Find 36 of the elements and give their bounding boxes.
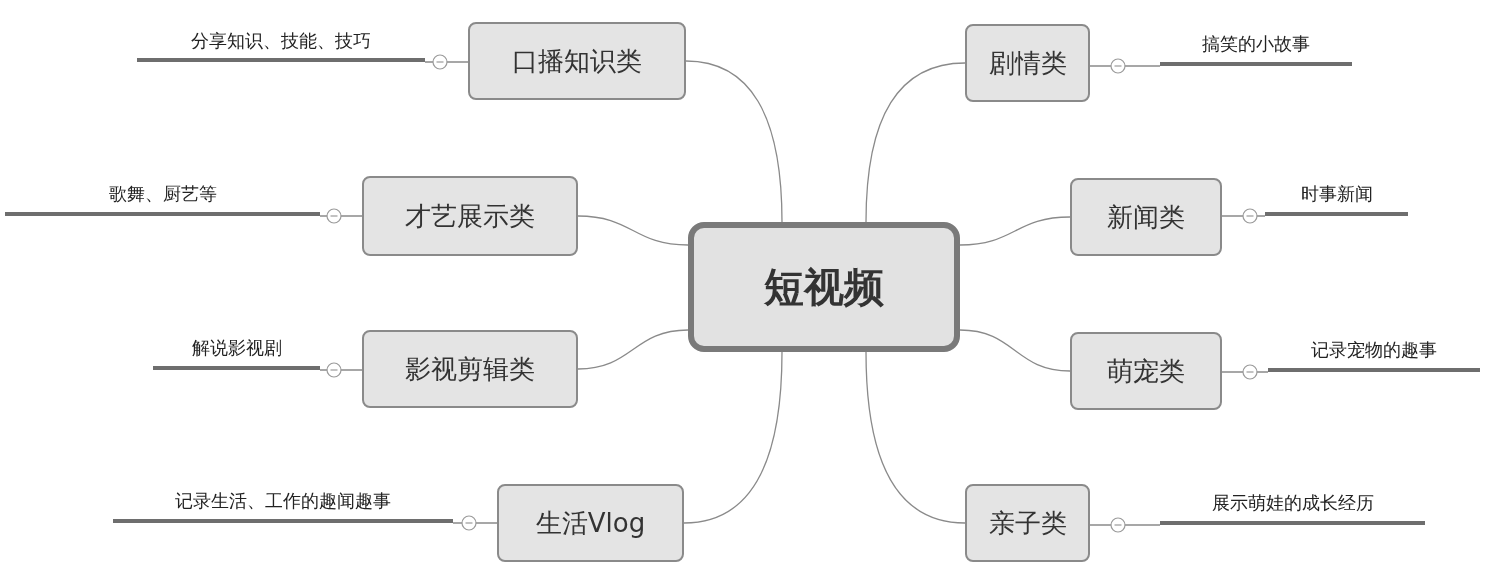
connector-line (683, 351, 783, 524)
connector-line (865, 62, 966, 223)
connector-line (1089, 65, 1161, 67)
subtopic-box (1070, 178, 1222, 256)
detail-label: 时事新闻 (1300, 181, 1373, 206)
subtopic-box (497, 484, 684, 562)
detail-label: 解说影视剧 (191, 335, 282, 360)
detail-label: 搞笑的小故事 (1202, 31, 1310, 56)
connector-line (865, 351, 966, 524)
connector-line (577, 215, 689, 246)
connector-line (959, 216, 1071, 246)
connector-line (685, 60, 783, 223)
subtopic-box (362, 330, 578, 408)
detail-label: 分享知识、技能、技巧 (191, 28, 371, 53)
subtopic-box (965, 484, 1090, 562)
subtopic-label: 口播知识类 (512, 44, 642, 78)
connector-line (577, 329, 689, 370)
subtopic-box (965, 24, 1090, 102)
subtopic-label: 生活Vlog (535, 506, 646, 540)
subtopic-box (1070, 332, 1222, 410)
subtopic-box (362, 176, 578, 256)
connector-line (959, 329, 1071, 372)
connector-line (1089, 524, 1161, 526)
subtopic-label: 新闻类 (1107, 200, 1185, 234)
detail-label: 展示萌娃的成长经历 (1211, 490, 1374, 515)
topic-title: 短视频 (764, 263, 884, 312)
subtopic-label: 剧情类 (988, 46, 1067, 80)
subtopic-label: 亲子类 (988, 506, 1067, 540)
subtopic-label: 影视剪辑类 (405, 352, 535, 386)
detail-label: 记录生活、工作的趣闻趣事 (175, 488, 391, 513)
detail-label: 记录宠物的趣事 (1311, 337, 1437, 362)
subtopic-label: 萌宠类 (1107, 354, 1185, 388)
subtopic-label: 才艺展示类 (405, 199, 535, 233)
detail-label: 歌舞、厨艺等 (108, 181, 217, 206)
central-topic-box (688, 222, 960, 352)
subtopic-box (468, 22, 686, 100)
